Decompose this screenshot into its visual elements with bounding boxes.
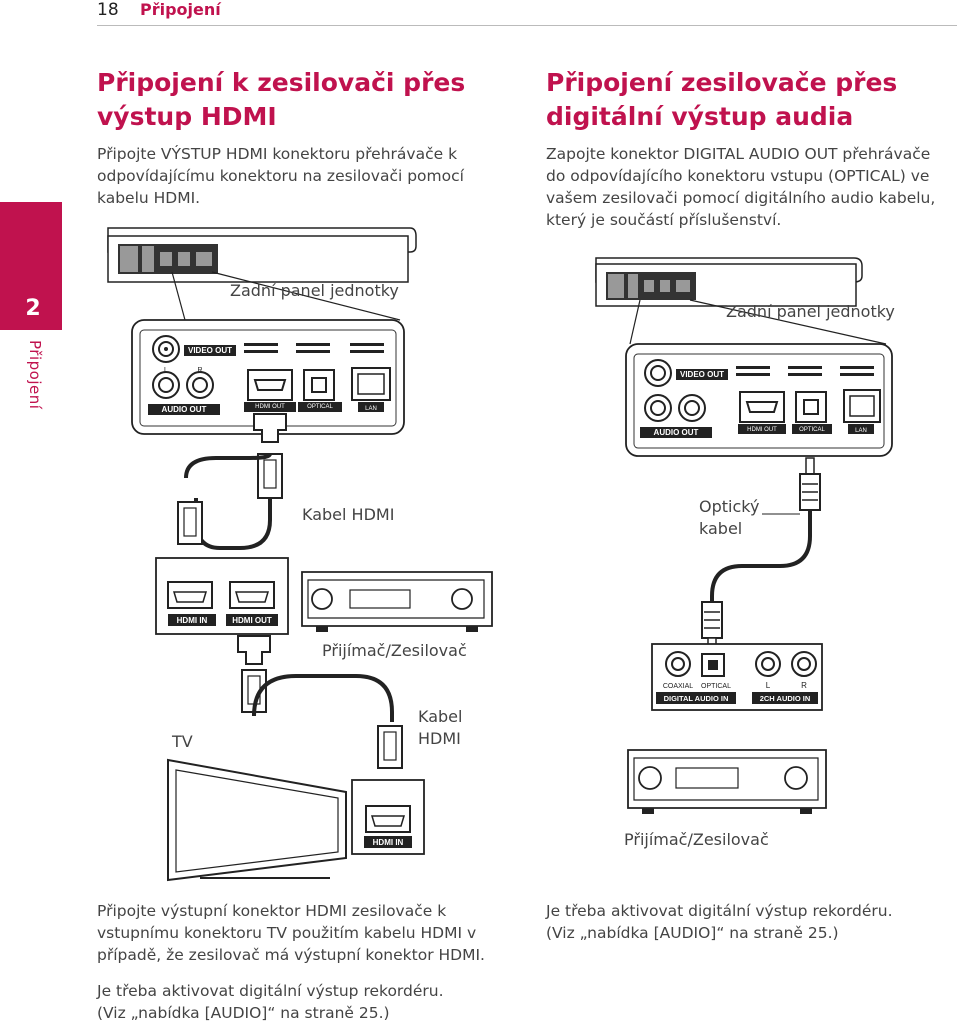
left-receiver-unit	[301, 571, 493, 632]
left-note-line: Je třeba aktivovat digitální výstup reko…	[97, 982, 444, 1000]
optical-label: OPTICAL	[307, 404, 333, 410]
page-number: 18	[97, 0, 119, 20]
optical-cable	[701, 457, 821, 653]
digital-audio-in-label: DIGITAL AUDIO IN	[664, 694, 729, 703]
left-outro-line: Připojte výstupní konektor HDMI zesilova…	[97, 902, 447, 920]
right-note-line: (Viz „nabídka [AUDIO]“ na straně 25.)	[546, 924, 839, 942]
right-receiver-label: Přijímač/Zesilovač	[624, 830, 769, 849]
left-outro-line: vstupnímu konektoru TV použitím kabelu H…	[97, 924, 477, 942]
right-title-line1: Připojení zesilovače přes	[546, 68, 898, 97]
l-label: L	[164, 367, 168, 374]
right-rear-panel-label: Zadní panel jednotky	[726, 302, 895, 321]
hdmi-out-label: HDMI OUT	[255, 404, 285, 410]
left-intro-line: Připojte VÝSTUP HDMI konektoru přehrávač…	[97, 145, 458, 163]
left-title-line1: Připojení k zesilovači přes	[97, 68, 466, 97]
hdmi-out-label: HDMI OUT	[232, 616, 272, 625]
right-rear-panel: VIDEO OUT AUDIO OUT HDMI OUT OPTICAL LAN	[625, 343, 893, 457]
chapter-tab	[0, 202, 62, 330]
left-receiver-label: Přijímač/Zesilovač	[322, 641, 467, 660]
right-cable-label: Optický kabel	[699, 496, 759, 540]
right-note-line: Je třeba aktivovat digitální výstup reko…	[546, 902, 893, 920]
left-cable-label: Kabel HDMI	[302, 505, 395, 524]
tv-unit	[167, 758, 347, 882]
left-cable2-line: HDMI	[418, 729, 461, 748]
left-outro-line: případě, že zesilovač má výstupní konekt…	[97, 946, 485, 964]
right-intro-line: Zapojte konektor DIGITAL AUDIO OUT přehr…	[546, 145, 931, 163]
section-title: Připojení	[140, 0, 221, 19]
right-receiver-unit	[627, 749, 827, 814]
audio-out-label: AUDIO OUT	[654, 428, 699, 437]
left-title-line2: výstup HDMI	[97, 102, 277, 131]
ch2-audio-in-label: 2CH AUDIO IN	[760, 694, 811, 703]
video-out-label: VIDEO OUT	[680, 370, 724, 379]
hdmi-out-label: HDMI OUT	[747, 427, 777, 433]
chapter-number: 2	[25, 296, 41, 321]
right-title-line2: digitální výstup audia	[546, 102, 854, 131]
right-intro-line: který je součástí příslušenství.	[546, 211, 782, 229]
right-intro-line: vašem zesilovači pomocí digitálního audi…	[546, 189, 936, 207]
coaxial-label: COAXIAL	[663, 683, 693, 690]
audio-out-label: AUDIO OUT	[162, 405, 207, 414]
right-note: Je třeba aktivovat digitální výstup reko…	[546, 900, 893, 944]
optical-label: OPTICAL	[799, 427, 825, 433]
right-cable-line: kabel	[699, 519, 743, 538]
r-label: R	[197, 367, 202, 374]
l-in-label: L	[766, 681, 771, 690]
left-rear-panel-label: Zadní panel jednotky	[230, 281, 399, 300]
lan-label: LAN	[365, 406, 377, 412]
right-receiver-panel: COAXIAL OPTICAL L R DIGITAL AUDIO IN 2CH…	[651, 643, 823, 711]
tv-panel: HDMI IN	[351, 779, 425, 855]
lan-label: LAN	[855, 428, 867, 434]
hdmi-in-label: HDMI IN	[177, 616, 208, 625]
chapter-label: Připojení	[26, 340, 44, 410]
left-note: Je třeba aktivovat digitální výstup reko…	[97, 980, 444, 1024]
optical-in-label: OPTICAL	[701, 683, 731, 690]
left-outro: Připojte výstupní konektor HDMI zesilova…	[97, 900, 485, 966]
right-intro: Zapojte konektor DIGITAL AUDIO OUT přehr…	[546, 143, 935, 231]
left-note-line: (Viz „nabídka [AUDIO]“ na straně 25.)	[97, 1004, 390, 1022]
left-intro: Připojte VÝSTUP HDMI konektoru přehrávač…	[97, 143, 464, 209]
left-rear-panel: VIDEO OUT L R AUDIO OUT HDMI OUT OPTICAL…	[131, 319, 405, 435]
left-player-unit	[107, 227, 417, 283]
right-intro-line: do odpovídajícího konektoru vstupu (OPTI…	[546, 167, 930, 185]
tv-label: TV	[172, 732, 193, 751]
right-player-unit	[595, 257, 863, 307]
left-cable2-line: Kabel	[418, 707, 463, 726]
r-in-label: R	[801, 681, 807, 690]
left-intro-line: odpovídajícímu konektoru na zesilovači p…	[97, 167, 464, 185]
left-receiver-panel: HDMI IN HDMI OUT	[155, 557, 289, 635]
header-rule	[97, 25, 957, 26]
right-cable-line: Optický	[699, 497, 760, 516]
left-cable2-label: Kabel HDMI	[418, 706, 462, 750]
video-out-label: VIDEO OUT	[188, 346, 232, 355]
tv-hdmi-in-label: HDMI IN	[373, 838, 404, 847]
left-intro-line: kabelu HDMI.	[97, 189, 201, 207]
